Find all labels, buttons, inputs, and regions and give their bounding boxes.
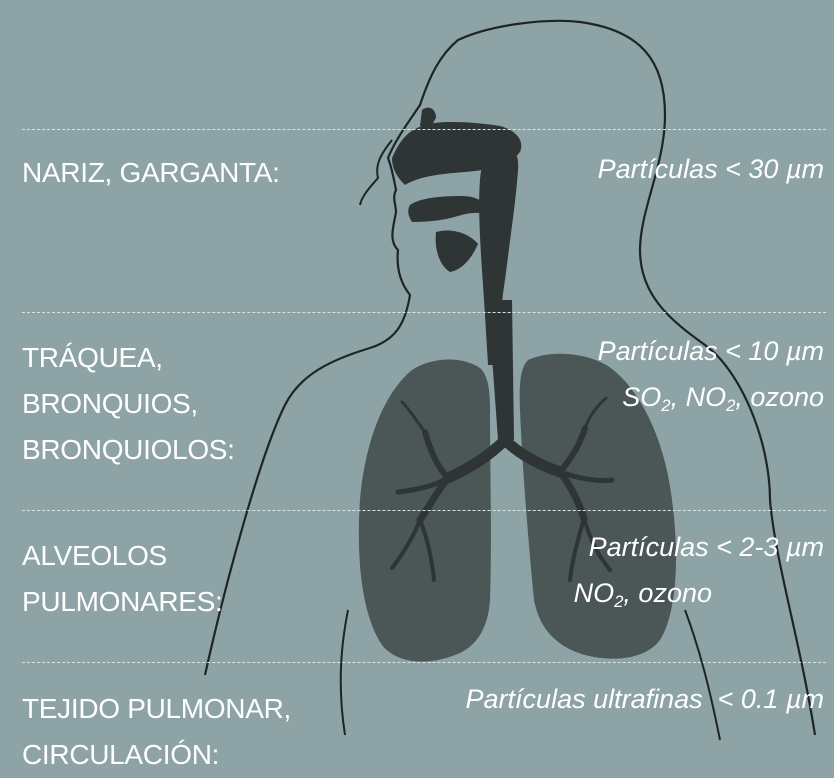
zone-info-nose-throat: Partículas < 30 µm xyxy=(598,146,824,192)
zone-label-line: ALVEOLOS xyxy=(22,540,167,571)
side-line-right xyxy=(684,609,721,741)
nasal-top xyxy=(420,107,436,128)
particle-size-text: Partículas < 2-3 µm xyxy=(588,532,824,562)
zone-label-line: PULMONARES: xyxy=(22,586,223,617)
divider-4 xyxy=(22,662,826,663)
nasal-cavity xyxy=(392,122,522,185)
subscript: 2 xyxy=(726,396,736,416)
zone-label-trachea-bronchi: TRÁQUEA, BRONQUIOS, BRONQUIOLOS: xyxy=(22,335,235,473)
zone-label-line: BRONQUIOS, xyxy=(22,388,198,419)
subscript: 2 xyxy=(614,592,624,612)
oral-cavity xyxy=(408,196,490,222)
zone-info-trachea-bronchi: Partículas < 10 µm SO2, NO2, ozono xyxy=(598,328,824,420)
body-outline xyxy=(203,19,817,736)
zone-label-line: TRÁQUEA, xyxy=(22,342,163,373)
right-lung xyxy=(519,353,676,659)
zone-info-alveoli: Partículas < 2-3 µm NO2, ozono xyxy=(574,524,824,616)
divider-1 xyxy=(22,129,826,130)
gas-text: , ozono xyxy=(735,382,824,412)
divider-2 xyxy=(22,312,826,313)
zone-label-lung-tissue: TEJIDO PULMONAR, CIRCULACIÓN: xyxy=(22,686,291,778)
gases-text: SO2, NO2, ozono xyxy=(598,374,824,420)
gases-text: NO2, ozono xyxy=(574,570,824,616)
gas-text: NO xyxy=(573,578,615,608)
particle-size-text: Partículas < 30 µm xyxy=(597,154,824,184)
zone-label-alveoli: ALVEOLOS PULMONARES: xyxy=(22,533,223,625)
side-line-left xyxy=(339,609,349,736)
zone-label-line: BRONQUIOLOS: xyxy=(22,434,235,465)
gas-text: , NO xyxy=(670,382,727,412)
particle-size-text: Partículas < 10 µm xyxy=(597,336,824,366)
throat-outline xyxy=(359,139,393,206)
tongue xyxy=(435,230,478,272)
zone-label-line: NARIZ, GARGANTA: xyxy=(22,157,280,188)
trachea xyxy=(488,300,514,440)
zone-label-line: CIRCULACIÓN: xyxy=(22,739,220,770)
zone-label-line: TEJIDO PULMONAR, xyxy=(22,693,292,724)
zone-label-nose-throat: NARIZ, GARGANTA: xyxy=(22,150,280,196)
gas-text: , ozono xyxy=(623,578,712,608)
gas-text: SO xyxy=(622,382,662,412)
divider-3 xyxy=(22,510,826,511)
bronchial-tree xyxy=(390,396,615,582)
zone-info-lung-tissue: Partículas ultrafinas < 0.1 µm xyxy=(466,676,824,722)
particle-size-text: Partículas ultrafinas < 0.1 µm xyxy=(465,684,824,714)
subscript: 2 xyxy=(661,396,671,416)
